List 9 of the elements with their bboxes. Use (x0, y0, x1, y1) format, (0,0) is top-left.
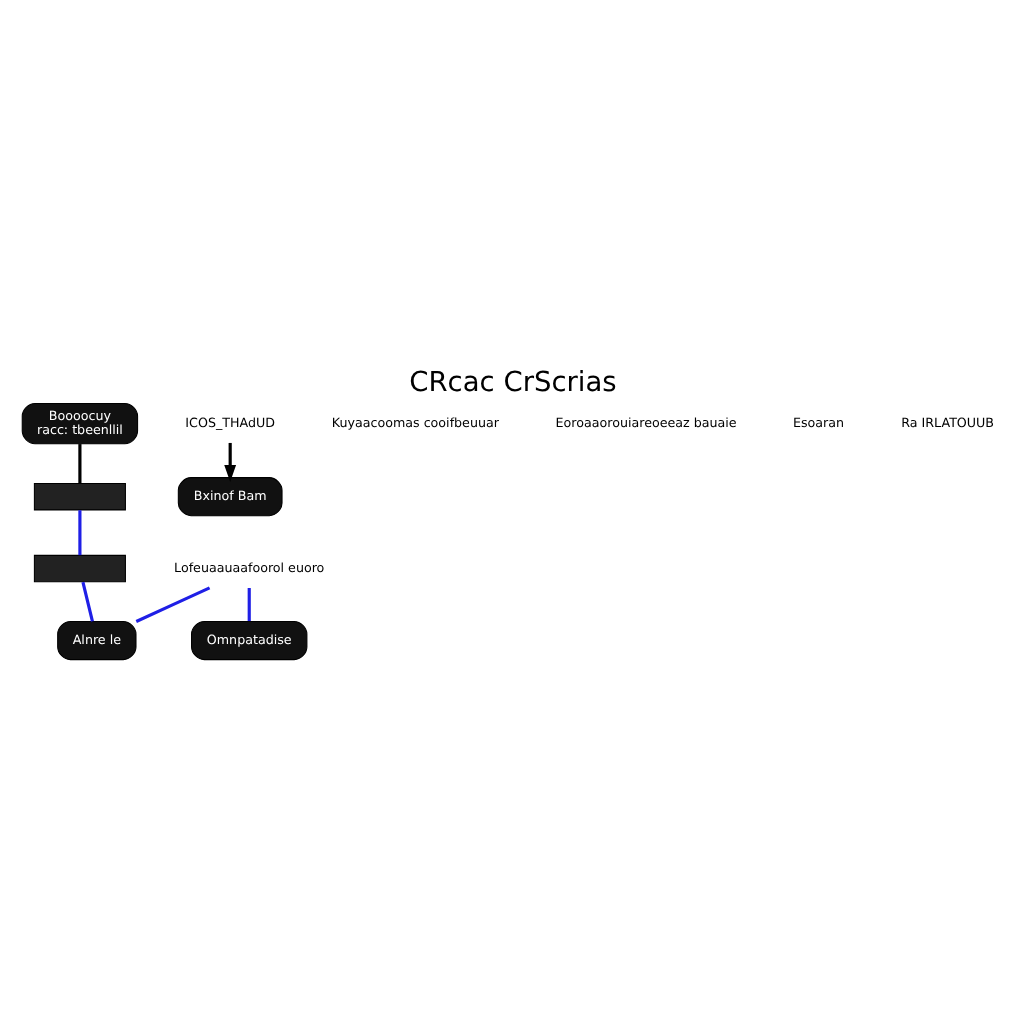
connector (246, 588, 250, 622)
connector (134, 586, 210, 623)
arrow (223, 442, 236, 482)
connector (77, 444, 81, 484)
node-box (32, 482, 125, 511)
diagram-title: CRcac CrScrias (408, 366, 616, 399)
connector (77, 510, 81, 556)
node-box (32, 554, 125, 583)
connector (80, 581, 93, 622)
